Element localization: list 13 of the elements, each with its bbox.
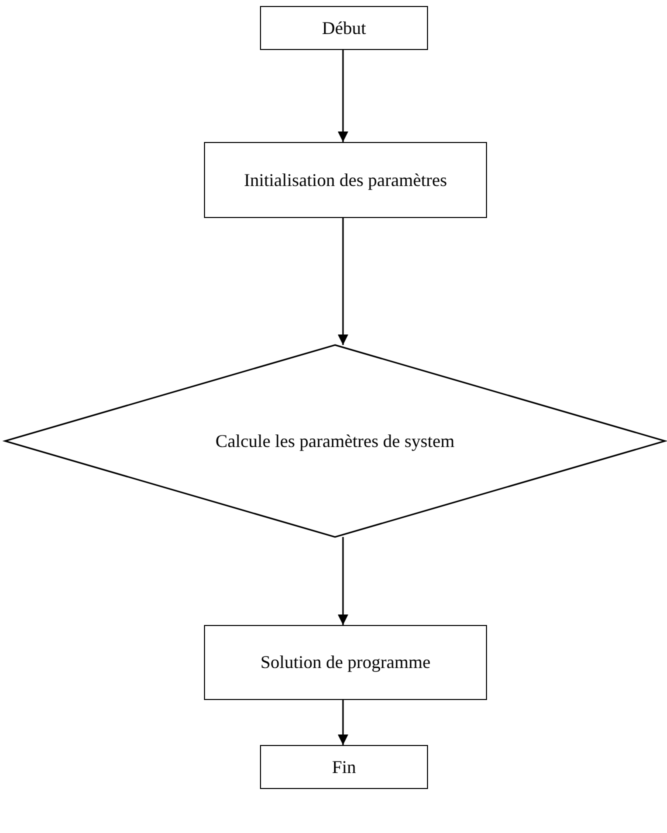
arrow bbox=[338, 700, 348, 745]
arrow bbox=[338, 537, 348, 625]
node-label: Fin bbox=[332, 756, 356, 778]
node-label: Début bbox=[322, 18, 366, 38]
process-box bbox=[204, 625, 487, 700]
node-label: Initialisation des paramètres bbox=[244, 170, 447, 190]
node-label: Solution de programme bbox=[260, 652, 430, 673]
arrow bbox=[338, 218, 348, 345]
process-box bbox=[260, 6, 428, 50]
process-box bbox=[260, 745, 428, 789]
process-box bbox=[204, 142, 487, 218]
node-label: Calcule les paramètres de system bbox=[216, 430, 454, 453]
arrow bbox=[338, 50, 348, 142]
